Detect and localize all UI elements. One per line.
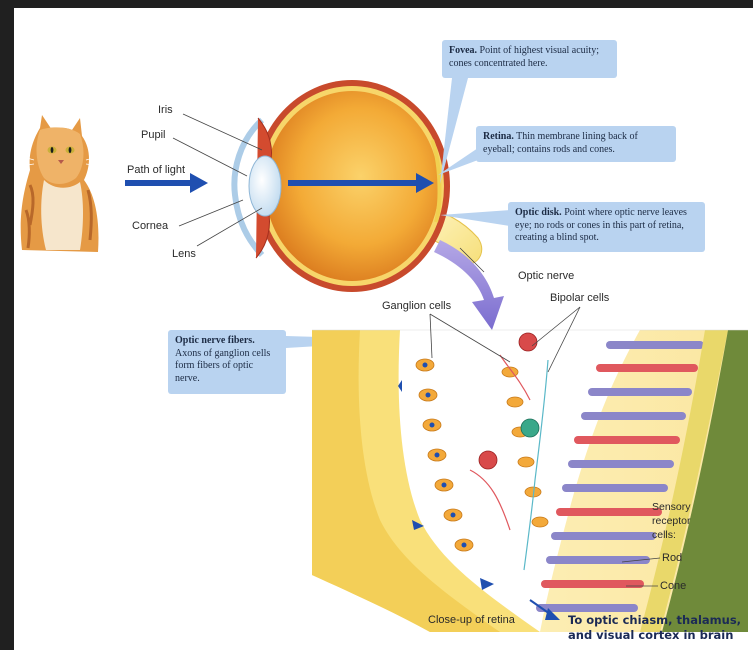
cat-image [20,115,100,252]
rod-label: Rod [662,552,682,564]
optic-nerve-fibers-callout: Optic nerve fibers. Axons of ganglion ce… [168,330,286,394]
optic-nerve-fibers-text: Axons of ganglion cells form fibers of o… [175,348,270,384]
optic-disk-callout: Optic disk. Point where optic nerve leav… [508,202,705,252]
lens-label: Lens [172,248,196,260]
optic-disk-title: Optic disk. [515,207,562,218]
eyeball [234,80,450,292]
closeup-label: Close-up of retina [428,614,515,626]
optic-nerve-fibers-title: Optic nerve fibers. [175,335,255,346]
ganglion-cells-label: Ganglion cells [382,300,451,312]
path-of-light-label: Path of light [127,164,185,176]
retina-title: Retina. [483,131,514,142]
pupil-label: Pupil [141,129,165,141]
path-of-light-arrow [125,173,208,193]
bipolar-cells-label: Bipolar cells [550,292,609,304]
cornea-label: Cornea [132,220,168,232]
optic-nerve-label: Optic nerve [518,270,574,282]
fovea-title: Fovea. [449,45,477,56]
iris-label: Iris [158,104,173,116]
retina-callout: Retina. Thin membrane lining back of eye… [476,126,676,162]
destination-label: To optic chiasm, thalamus, and visual co… [568,613,748,643]
sensory-receptor-label: Sensory receptor cells: [652,500,706,542]
cone-label: Cone [660,580,686,592]
fovea-callout: Fovea. Point of highest visual acuity; c… [442,40,617,78]
